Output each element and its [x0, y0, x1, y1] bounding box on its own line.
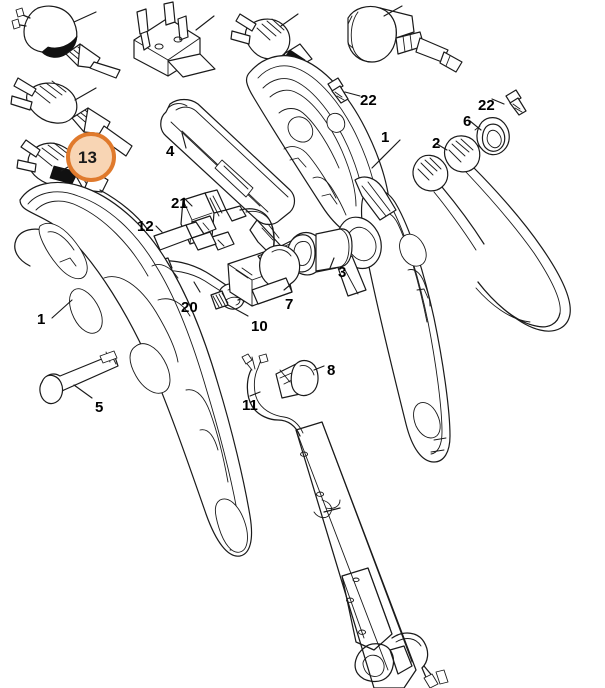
callout-7: 7 [285, 296, 294, 313]
callout-11: 11 [242, 397, 258, 414]
highlight-circle-13[interactable] [66, 132, 116, 182]
callout-2: 2 [432, 135, 441, 152]
callout-10: 10 [251, 318, 268, 335]
callout-20: 20 [181, 299, 198, 316]
callout-8: 8 [327, 362, 336, 379]
part-strain-relief-12 [153, 221, 217, 251]
part-shaft-lower [295, 421, 449, 688]
callout-6: 6 [463, 113, 472, 130]
part-handle-shell-upper [245, 55, 401, 241]
callout-21: 21 [171, 195, 188, 212]
part-spring-10 [210, 290, 249, 317]
callout-1-upper: 1 [381, 129, 390, 146]
part-knob-8 [275, 359, 325, 399]
part-screw-22-top [327, 77, 361, 104]
part-plug-europlug [10, 77, 133, 157]
part-plug-au [11, 5, 121, 79]
callout-12: 12 [137, 218, 154, 235]
part-cable-11 [241, 353, 304, 437]
callout-22-top: 22 [360, 92, 377, 109]
callout-4: 4 [166, 143, 175, 160]
part-grommet-6 [469, 117, 510, 156]
callout-3: 3 [338, 264, 347, 281]
highlight-label-13: 13 [78, 148, 97, 167]
part-motor-3 [284, 228, 353, 276]
part-plug-round [347, 5, 463, 73]
part-handle-body-right [335, 176, 451, 463]
part-pin-5 [39, 350, 119, 405]
part-trigger-7 [227, 244, 301, 307]
callout-1-left: 1 [37, 311, 46, 328]
part-loop-handle-2 [412, 135, 571, 332]
part-plug-uk [133, 1, 216, 78]
callout-22-right: 22 [478, 97, 495, 114]
part-screw-22-right [491, 89, 527, 116]
callout-5: 5 [95, 399, 104, 416]
part-handle-shell-left [19, 181, 253, 557]
